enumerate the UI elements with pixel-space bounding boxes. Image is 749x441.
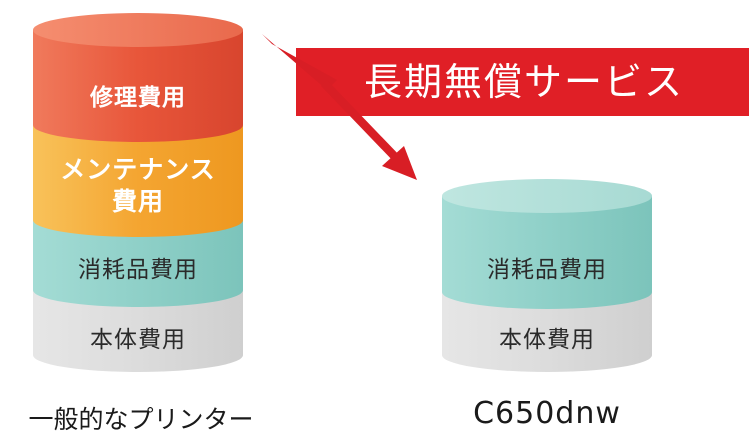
- arrow: [262, 34, 417, 180]
- arrow-head: [382, 146, 417, 180]
- left-cylinder-top: [33, 13, 243, 47]
- right-body-label: 本体費用: [499, 327, 595, 353]
- left-maintenance-label-line1: メンテナンス: [60, 155, 216, 184]
- right-cylinder: [442, 179, 652, 372]
- left-body-label: 本体費用: [90, 327, 186, 353]
- left-consumables-segment: [33, 220, 243, 307]
- right-body-segment: [442, 292, 652, 372]
- right-caption: C650dnw: [473, 396, 621, 431]
- banner-background: [296, 48, 749, 116]
- right-cylinder-top: [442, 179, 652, 213]
- banner-label: 長期無償サービス: [363, 60, 684, 104]
- left-maintenance-label-line2: 費用: [111, 187, 164, 216]
- left-repair-segment: [33, 30, 243, 142]
- right-consumables-label: 消耗品費用: [487, 257, 607, 283]
- left-maintenance-segment: [33, 125, 243, 237]
- right-consumables-segment: [442, 196, 652, 309]
- left-caption: 一般的なプリンター: [28, 405, 254, 434]
- left-consumables-label: 消耗品費用: [78, 257, 198, 283]
- left-body-segment: [33, 290, 243, 372]
- left-cylinder: [33, 13, 243, 372]
- left-repair-label: 修理費用: [90, 85, 186, 111]
